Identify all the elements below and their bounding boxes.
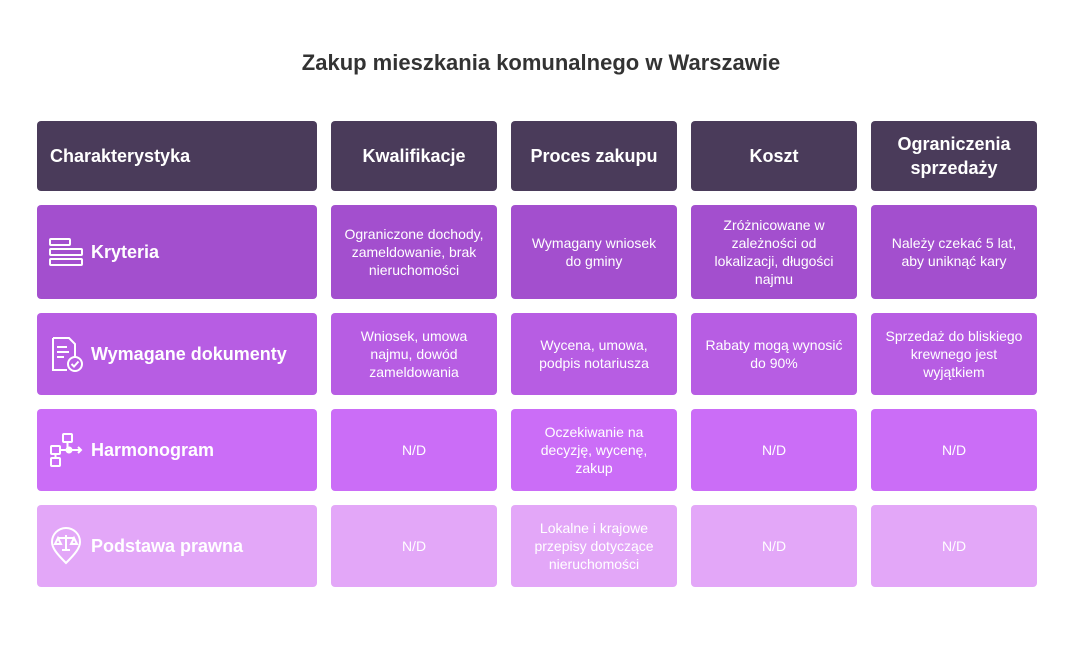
header-charakterystyka: Charakterystyka bbox=[37, 121, 317, 191]
row-label-text: Wymagane dokumenty bbox=[91, 344, 287, 364]
table-cell: N/D bbox=[691, 409, 857, 491]
table-cell: Zróżnicowane w zależności od lokalizacji… bbox=[691, 205, 857, 299]
header-proces-zakupu: Proces zakupu bbox=[511, 121, 677, 191]
scales-pin-icon bbox=[47, 527, 85, 565]
table-cell: Sprzedaż do bliskiego krewnego jest wyją… bbox=[871, 313, 1037, 395]
table-cell: Rabaty mogą wynosić do 90% bbox=[691, 313, 857, 395]
row-label-kryteria: Kryteria bbox=[37, 205, 317, 299]
table-cell: N/D bbox=[871, 505, 1037, 587]
table-cell: Lokalne i krajowe przepisy dotyczące nie… bbox=[511, 505, 677, 587]
table-cell: Należy czekać 5 lat, aby uniknąć kary bbox=[871, 205, 1037, 299]
table-cell: Wniosek, umowa najmu, dowód zameldowania bbox=[331, 313, 497, 395]
row-label-text: Kryteria bbox=[91, 242, 160, 262]
row-label-podstawa-prawna: Podstawa prawna bbox=[37, 505, 317, 587]
flowchart-icon bbox=[47, 431, 85, 469]
table-cell: Oczekiwanie na decyzję, wycenę, zakup bbox=[511, 409, 677, 491]
document-check-icon bbox=[47, 335, 85, 373]
header-koszt: Koszt bbox=[691, 121, 857, 191]
row-label-wymagane-dokumenty: Wymagane dokumenty bbox=[37, 313, 317, 395]
table-cell: Wymagany wniosek do gminy bbox=[511, 205, 677, 299]
table-cell: Ograniczone dochody, zameldowanie, brak … bbox=[331, 205, 497, 299]
table-cell: N/D bbox=[871, 409, 1037, 491]
table-cell: N/D bbox=[331, 505, 497, 587]
table-cell: N/D bbox=[331, 409, 497, 491]
row-label-text: Podstawa prawna bbox=[91, 536, 244, 556]
row-label-harmonogram: Harmonogram bbox=[37, 409, 317, 491]
table-cell: N/D bbox=[691, 505, 857, 587]
header-ograniczenia-sprzedazy: Ograniczenia sprzedaży bbox=[871, 121, 1037, 191]
row-label-text: Harmonogram bbox=[91, 440, 215, 460]
page-title: Zakup mieszkania komunalnego w Warszawie bbox=[301, 50, 781, 75]
header-kwalifikacje: Kwalifikacje bbox=[331, 121, 497, 191]
table-cell: Wycena, umowa, podpis notariusza bbox=[511, 313, 677, 395]
list-icon bbox=[47, 233, 85, 271]
